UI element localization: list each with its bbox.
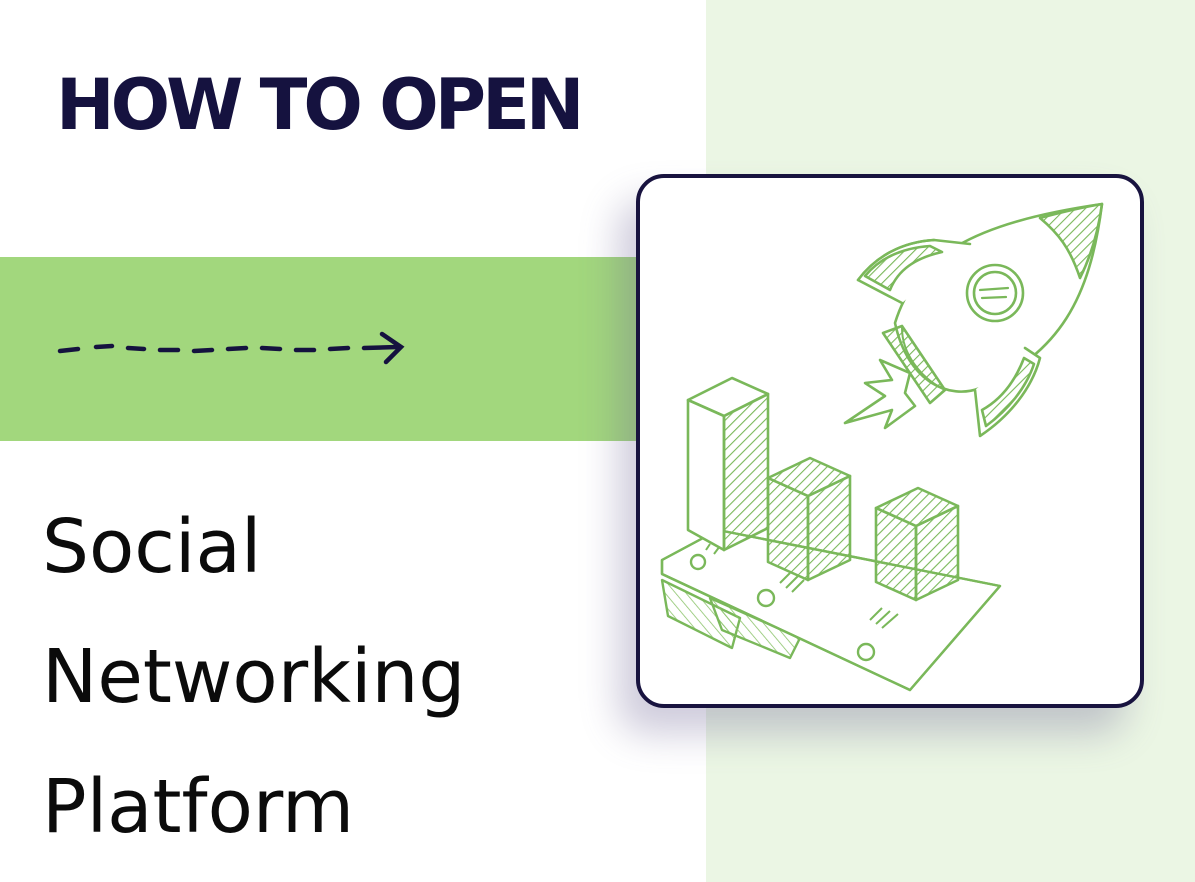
title-line-3: Platform (42, 764, 355, 850)
rocket-launch-bar-chart-illustration (660, 202, 1104, 692)
dashed-arrow-right-icon (57, 331, 405, 365)
title-line-1: Social (42, 504, 262, 590)
title-line-2: Networking (42, 634, 466, 720)
headline: HOW TO OPEN (56, 64, 585, 146)
page-title: Social Networking Platform (42, 482, 465, 872)
illustration-card (636, 174, 1144, 708)
bar-chart-icon (686, 376, 960, 602)
rocket-icon (843, 202, 1104, 438)
